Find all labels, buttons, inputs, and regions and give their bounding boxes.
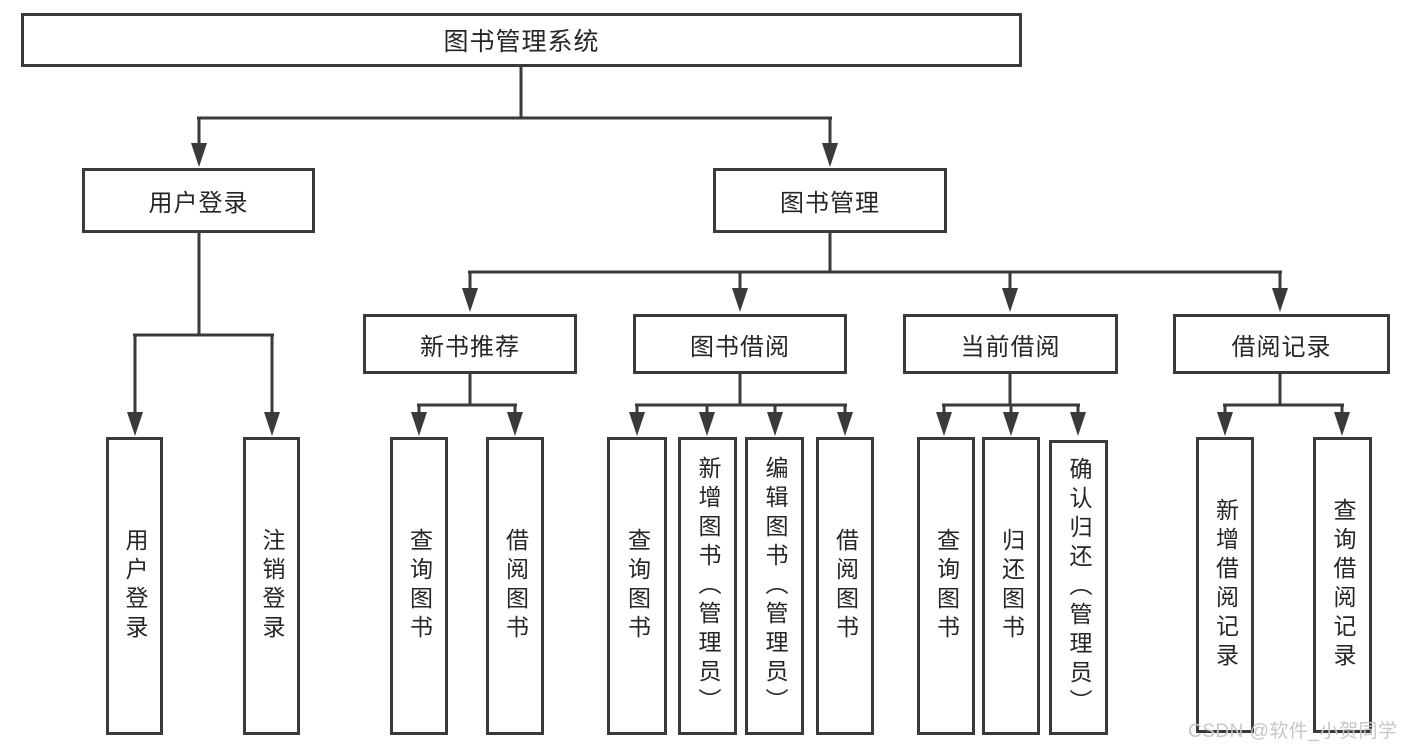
leaf-return-book: 归还图书: [982, 437, 1040, 735]
leaf-logout: 注销登录: [243, 437, 300, 735]
leaf-recommend-query-book: 查询图书: [390, 437, 448, 735]
node-root: 图书管理系统: [21, 13, 1022, 67]
leaf-borrow-query-book: 查询图书: [607, 437, 667, 735]
leaf-current-query-book: 查询图书: [917, 437, 975, 735]
leaf-recommend-borrow-book: 借阅图书: [486, 437, 544, 735]
node-book-borrow: 图书借阅: [633, 314, 847, 374]
leaf-borrow-book: 借阅图书: [816, 437, 874, 735]
node-new-book-recommend: 新书推荐: [363, 314, 577, 374]
node-current-borrow: 当前借阅: [903, 314, 1118, 374]
leaf-query-borrow-record: 查询借阅记录: [1313, 437, 1372, 733]
node-book-management: 图书管理: [713, 168, 947, 233]
leaf-add-borrow-record: 新增借阅记录: [1196, 437, 1254, 733]
node-user-login-branch: 用户登录: [82, 168, 315, 233]
node-borrow-records: 借阅记录: [1173, 314, 1390, 374]
leaf-add-book-admin: 新增图书（管理员）: [678, 437, 737, 735]
leaf-confirm-return-admin: 确认归还（管理员）: [1049, 440, 1108, 735]
watermark: CSDN @软件_小贺同学: [1188, 721, 1398, 742]
leaf-user-login: 用户登录: [106, 437, 163, 735]
leaf-edit-book-admin: 编辑图书（管理员）: [745, 437, 804, 735]
